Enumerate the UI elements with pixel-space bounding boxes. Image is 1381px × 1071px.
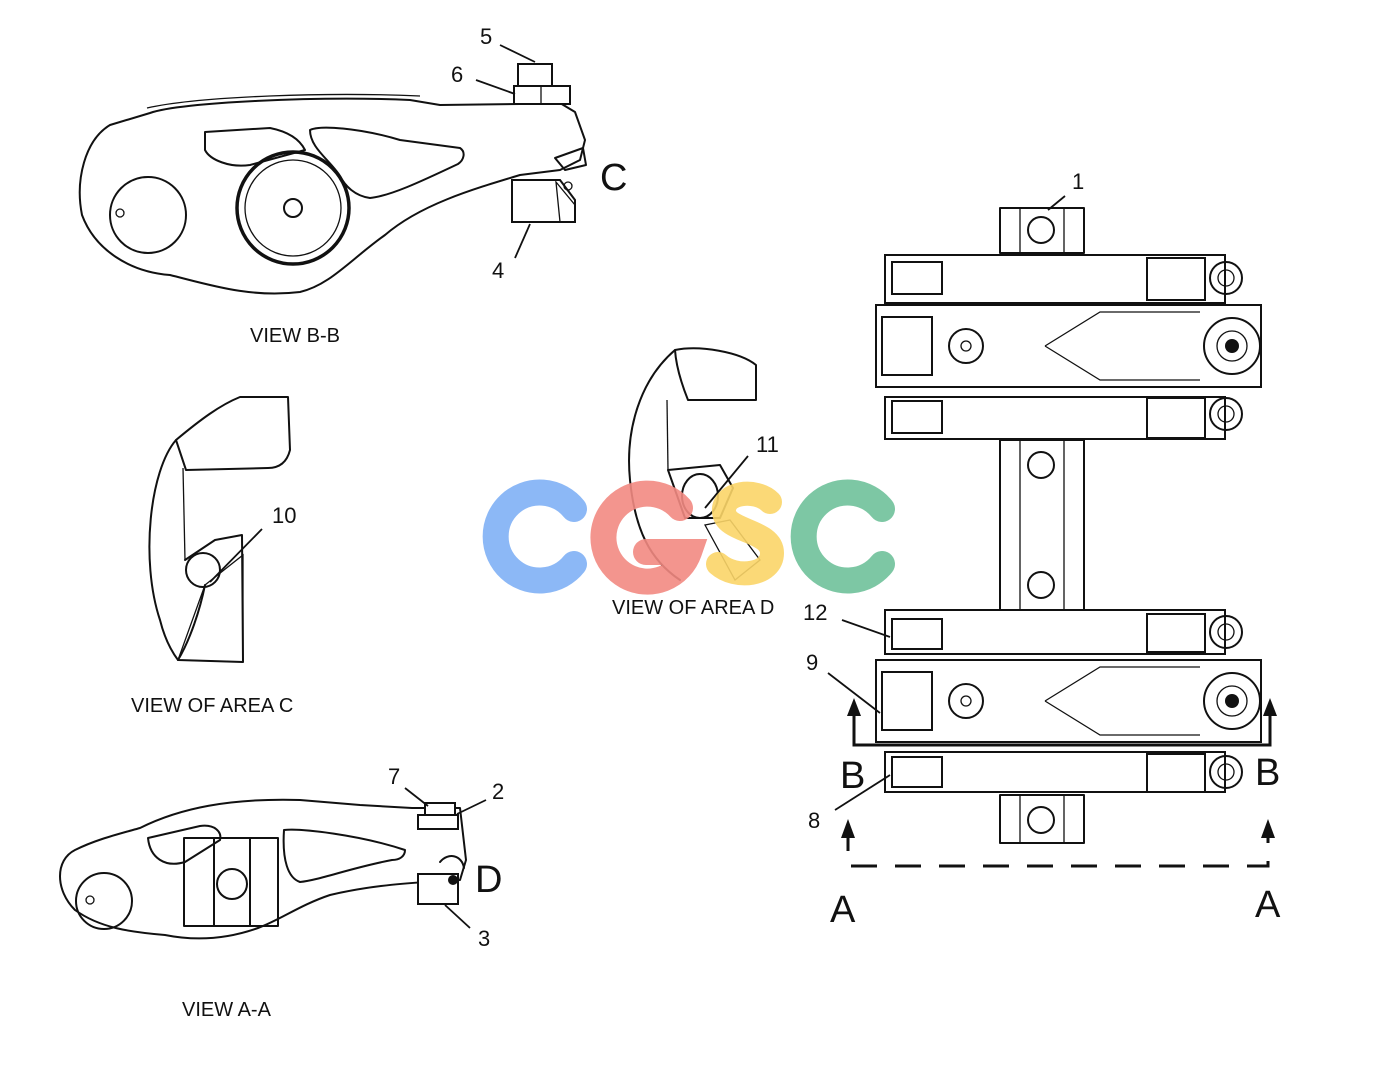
area-d-marker: D xyxy=(475,859,502,901)
view-area-c-drawing xyxy=(148,396,291,663)
callout-7: 7 xyxy=(388,764,400,789)
callout-8: 8 xyxy=(808,808,820,833)
area-c-marker: C xyxy=(600,157,627,199)
section-b-left: B xyxy=(840,755,865,797)
callout-2: 2 xyxy=(492,779,504,804)
section-a-right: A xyxy=(1255,884,1281,926)
callout-11: 11 xyxy=(756,432,779,457)
caption-view-area-d: VIEW OF AREA D xyxy=(612,597,774,619)
caption-view-bb: VIEW B-B xyxy=(250,325,340,347)
callout-1: 1 xyxy=(1072,169,1084,194)
callout-9: 9 xyxy=(806,650,818,675)
callout-3: 3 xyxy=(478,926,490,951)
cgsc-watermark-logo xyxy=(482,479,895,595)
callout-6: 6 xyxy=(451,62,463,87)
callout-4: 4 xyxy=(492,258,504,283)
caption-view-aa: VIEW A-A xyxy=(182,999,272,1021)
callout-5: 5 xyxy=(480,24,492,49)
caption-view-area-c: VIEW OF AREA C xyxy=(131,695,293,717)
callout-12: 12 xyxy=(803,600,827,625)
view-bb-drawing xyxy=(78,63,587,295)
section-a-left: A xyxy=(830,889,856,931)
callout-10: 10 xyxy=(272,503,296,528)
view-aa-drawing xyxy=(59,798,467,940)
assembly-top-view xyxy=(875,207,1262,844)
section-b-right: B xyxy=(1255,752,1280,794)
